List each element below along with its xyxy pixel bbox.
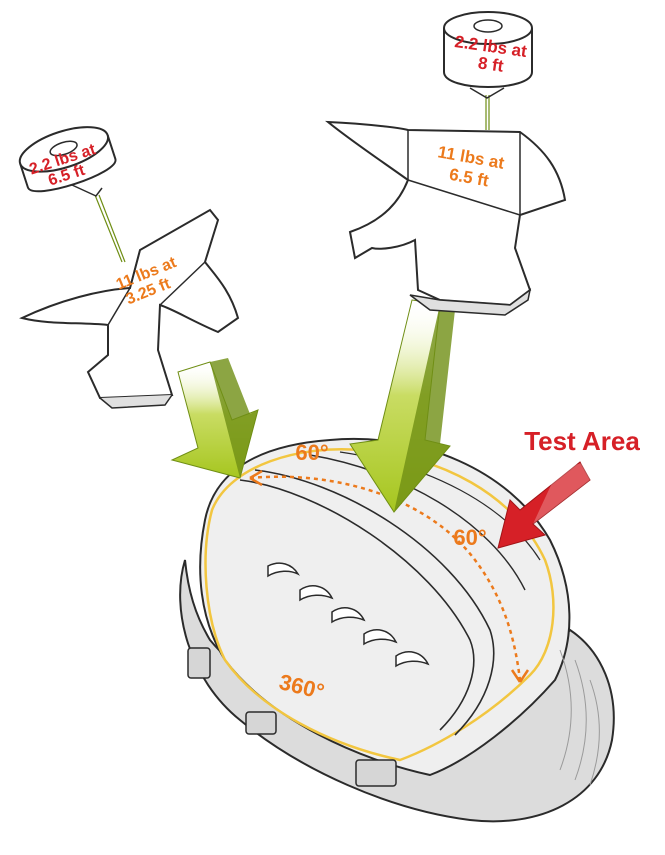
helmet-rib-1 [239, 479, 475, 731]
test-area-label: Test Area [524, 426, 640, 456]
impact-arrow-left-icon [170, 358, 259, 479]
impact-arrow-right-icon [349, 299, 455, 513]
helmet-vents [267, 562, 430, 668]
right-anvil: 11 lbs at 6.5 ft [325, 120, 567, 316]
right-weight-string [485, 95, 490, 130]
left-weight-cylinder [18, 126, 117, 193]
arc-arrow-top-icon [249, 469, 263, 487]
hard-hat-helmet [179, 438, 615, 823]
helmet-clips [187, 647, 397, 787]
left-anvil: 11 lbs at 3.25 ft [19, 208, 240, 409]
right-weight-label-line2: 8 ft [477, 53, 505, 75]
arc-arrow-bottom-icon [510, 669, 530, 683]
left-weight-group: 2.2 lbs at 6.5 ft [18, 126, 126, 263]
helmet-rib-3 [309, 454, 526, 591]
right-weight-group: 2.2 lbs at 8 ft [443, 11, 533, 130]
right-weight-cylinder [443, 11, 533, 88]
angle-label-side: 60° [453, 525, 486, 550]
brim-ridges [559, 649, 600, 786]
helmet-rib-2 [254, 469, 495, 736]
left-weight-string [94, 194, 126, 263]
red-pointer-arrow-icon [497, 461, 591, 549]
angle-label-top: 60° [295, 440, 328, 465]
